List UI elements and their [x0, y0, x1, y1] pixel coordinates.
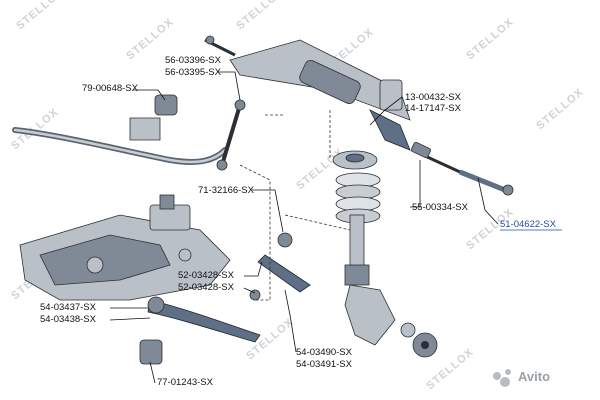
watermark-text: STELLOX: [534, 86, 586, 132]
part-label-79-00648: 79-00648-SX: [82, 83, 139, 94]
stabilizer-bar-drawing: [12, 94, 228, 165]
watermark-text: STELLOX: [464, 16, 516, 62]
upper-arm-drawing: [249, 232, 311, 301]
part-label-14-17147: 14-17147-SX: [405, 103, 462, 114]
part-label-77-01243: 77-01243-SX: [157, 377, 214, 388]
watermark-text: STELLOX: [14, 0, 66, 32]
subframe-drawing: [19, 194, 231, 301]
part-labels: 79-00648-SX 56-03396-SX 56-03395-SX 13-0…: [40, 55, 562, 388]
avito-logo: Avito: [493, 369, 550, 387]
leader-lines: [109, 71, 499, 384]
control-arm-drawing: [139, 296, 261, 365]
strut-drawing: [332, 150, 381, 286]
part-label-54-03491: 54-03491-SX: [296, 359, 353, 370]
part-label-54-03490: 54-03490-SX: [296, 347, 353, 358]
watermark-text: STELLOX: [234, 0, 286, 32]
part-label-52-03428: 52-03428-SX: [178, 282, 235, 293]
knuckle-hub-drawing: [344, 284, 438, 358]
steering-rack-drawing: [204, 35, 411, 151]
part-label-56-03396: 56-03396-SX: [165, 55, 222, 66]
part-label-51-04622: 51-04622-SX: [500, 219, 557, 230]
part-label-55-00334: 55-00334-SX: [412, 202, 469, 213]
part-label-71-32166: 71-32166-SX: [198, 185, 255, 196]
part-label-54-03437: 54-03437-SX: [40, 302, 97, 313]
part-label-52-03428: 52-03428-SX: [178, 270, 235, 281]
avito-logo-text: Avito: [518, 369, 550, 384]
watermark-text: STELLOX: [294, 146, 346, 192]
stabilizer-link-drawing: [216, 99, 246, 171]
part-label-56-03395: 56-03395-SX: [165, 67, 222, 78]
assembly-dashed-lines: [239, 110, 351, 301]
part-label-13-00432: 13-00432-SX: [405, 92, 462, 103]
part-label-54-03438: 54-03438-SX: [40, 314, 97, 325]
tie-rods-drawing: [410, 141, 514, 196]
